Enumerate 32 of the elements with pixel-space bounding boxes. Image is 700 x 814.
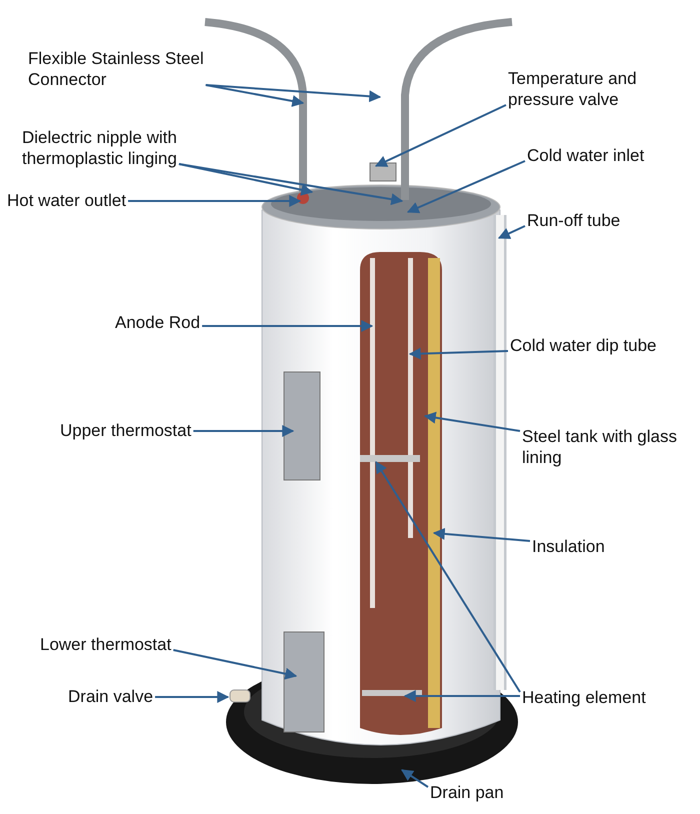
- leader-line: [128, 195, 302, 207]
- leader-line: [206, 84, 304, 107]
- callout-label: Heating element: [522, 687, 647, 708]
- leader-line: [155, 691, 230, 703]
- callout-label: Upper thermostat: [60, 420, 192, 441]
- callout-label: Steel tank with glass lining: [522, 426, 678, 468]
- leader-line: [408, 348, 508, 360]
- leader-line: [202, 320, 374, 332]
- leader-line: [193, 425, 294, 437]
- leader-line: [432, 528, 530, 542]
- leader-line: [498, 225, 526, 239]
- callout-label: Cold water dip tube: [510, 335, 658, 356]
- leader-line: [375, 460, 521, 693]
- leader-line: [173, 649, 298, 680]
- callout-label: Temperature and pressure valve: [508, 68, 638, 110]
- callout-label: Dielectric nipple with thermoplastic linging: [22, 127, 178, 169]
- leader-line: [374, 104, 506, 167]
- callout-label: Hot water outlet: [7, 190, 128, 211]
- leader-line: [178, 163, 314, 196]
- callout-label: Drain valve: [68, 686, 154, 707]
- leader-line: [206, 84, 382, 102]
- leader-line: [178, 163, 404, 206]
- leader-line: [404, 690, 520, 702]
- leader-line: [406, 160, 526, 214]
- callout-label: Insulation: [532, 536, 606, 557]
- callout-label: Anode Rod: [115, 312, 202, 333]
- callout-label: Drain pan: [430, 782, 505, 803]
- callout-label: Flexible Stainless Steel Connector: [28, 48, 205, 90]
- leader-line: [424, 412, 520, 432]
- callout-label: Lower thermostat: [40, 634, 172, 655]
- callout-label: Run-off tube: [527, 210, 622, 231]
- callout-label: Cold water inlet: [527, 145, 646, 166]
